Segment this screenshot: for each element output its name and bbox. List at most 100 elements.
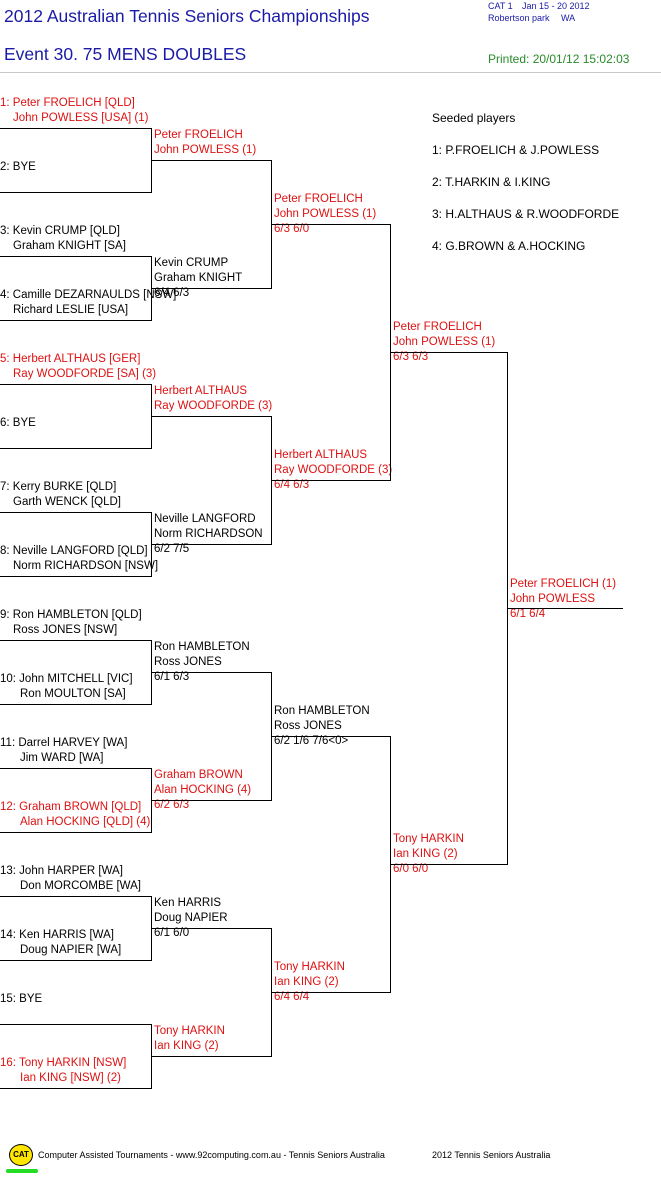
seed-3: 3: H.ALTHAUS & R.WOODFORDE (432, 207, 620, 221)
round2-bracket-1 (151, 160, 272, 289)
round1-entry-15-line1: 15: BYE (0, 993, 43, 1005)
seed-2: 2: T.HARKIN & I.KING (432, 175, 551, 189)
round3-entry-2-score: 6/4 6/3 (274, 479, 310, 491)
round1-bracket-1 (0, 128, 152, 193)
round2-bracket-4 (151, 928, 272, 1057)
round1-entry-8-line1: 8: Neville LANGFORD [QLD] (0, 545, 148, 557)
round2-entry-7-line1: Ken HARRIS (154, 897, 222, 909)
round2-entry-8-line2: Ian KING (2) (154, 1040, 219, 1052)
round1-entry-16-line1: 16: Tony HARKIN [NSW] (0, 1057, 127, 1069)
cat-logo-bar (6, 1169, 38, 1173)
round1-entry-9-line1: 9: Ron HAMBLETON [QLD] (0, 609, 142, 621)
round1-entry-5-line2: Ray WOODFORDE [SA] (3) (13, 368, 157, 380)
round1-entry-11-line1: 11: Darrel HARVEY [WA] (0, 737, 128, 749)
round2-entry-1-line1: Peter FROELICH (154, 129, 243, 141)
round1-entry-7-line1: 7: Kerry BURKE [QLD] (0, 481, 117, 493)
round3-entry-2-line2: Ray WOODFORDE (3) (274, 464, 393, 476)
header-divider (0, 72, 661, 73)
event-dates: Jan 15 - 20 2012 (522, 1, 590, 11)
round1-entry-8-line2: Norm RICHARDSON [NSW] (13, 560, 159, 572)
round1-bracket-7 (0, 896, 152, 961)
round1-entry-6-line1: 6: BYE (0, 417, 36, 429)
round2-entry-5-score: 6/1 6/3 (154, 671, 190, 683)
round2-entry-7-score: 6/1 6/0 (154, 927, 190, 939)
champion-line2: John POWLESS (510, 593, 596, 605)
round3-entry-3-score: 6/2 1/6 7/6<0> (274, 735, 349, 747)
seed-4: 4: G.BROWN & A.HOCKING (432, 239, 586, 253)
round1-entry-12-line1: 12: Graham BROWN [QLD] (0, 801, 142, 813)
round2-entry-3-line1: Herbert ALTHAUS (154, 385, 248, 397)
venue-state: WA (561, 13, 576, 23)
round2-entry-7-line2: Doug NAPIER (154, 912, 228, 924)
round1-entry-14-line1: 14: Ken HARRIS [WA] (0, 929, 114, 941)
round2-entry-4-score: 6/2 7/5 (154, 543, 190, 555)
round2-entry-6-score: 6/2 6/3 (154, 799, 190, 811)
round1-bracket-4 (0, 512, 152, 577)
round2-entry-5-line2: Ross JONES (154, 656, 222, 668)
round3-entry-3-line2: Ross JONES (274, 720, 342, 732)
round3-entry-4-score: 6/4 6/4 (274, 991, 310, 1003)
round1-entry-1-line2: John POWLESS [USA] (1) (13, 112, 149, 124)
footer-credit: Computer Assisted Tournaments - www.92co… (38, 1150, 385, 1160)
round2-entry-2-score: 6/4 6/3 (154, 287, 190, 299)
round1-entry-5-line1: 5: Herbert ALTHAUS [GER] (0, 353, 141, 365)
round1-entry-3-line1: 3: Kevin CRUMP [QLD] (0, 225, 120, 237)
round1-bracket-2 (0, 256, 152, 321)
round2-entry-6-line2: Alan HOCKING (4) (154, 784, 252, 796)
footer-copyright: 2012 Tennis Seniors Australia (432, 1150, 551, 1160)
venue-label: Robertson park (488, 13, 550, 23)
round1-bracket-5 (0, 640, 152, 705)
round2-entry-2-line1: Kevin CRUMP (154, 257, 229, 269)
round2-entry-1-line2: John POWLESS (1) (154, 144, 257, 156)
round3-entry-2-line1: Herbert ALTHAUS (274, 449, 368, 461)
seed-1: 1: P.FROELICH & J.POWLESS (432, 143, 600, 157)
round4-entry-1-score: 6/3 6/3 (393, 351, 429, 363)
round1-entry-4-line2: Richard LESLIE [USA] (13, 304, 129, 316)
round3-entry-1-line2: John POWLESS (1) (274, 208, 377, 220)
round2-entry-6-line1: Graham BROWN (154, 769, 243, 781)
round1-bracket-8 (0, 1024, 152, 1089)
round2-bracket-3 (151, 672, 272, 801)
round1-entry-13-line2: Don MORCOMBE [WA] (20, 880, 141, 892)
round2-entry-5-line1: Ron HAMBLETON (154, 641, 250, 653)
round3-entry-4-line1: Tony HARKIN (274, 961, 345, 973)
round4-entry-2-line2: Ian KING (2) (393, 848, 458, 860)
printed-timestamp: Printed: 20/01/12 15:02:03 (488, 52, 630, 66)
round2-entry-2-line2: Graham KNIGHT (154, 272, 243, 284)
round1-entry-12-line2: Alan HOCKING [QLD] (4) (20, 816, 151, 828)
round4-entry-2-score: 6/0 6/0 (393, 863, 429, 875)
round1-entry-4-line1: 4: Camille DEZARNAULDS [NSW] (0, 289, 177, 301)
round2-entry-4-line2: Norm RICHARDSON (154, 528, 263, 540)
round1-bracket-3 (0, 384, 152, 449)
champion-underline (507, 608, 623, 609)
round1-entry-14-line2: Doug NAPIER [WA] (20, 944, 122, 956)
round3-entry-4-line2: Ian KING (2) (274, 976, 339, 988)
round4-entry-1-line1: Peter FROELICH (393, 321, 482, 333)
round3-bracket-1 (271, 224, 391, 481)
champion-line1: Peter FROELICH (1) (510, 578, 617, 590)
round1-entry-7-line2: Garth WENCK [QLD] (13, 496, 121, 508)
round2-bracket-2 (151, 416, 272, 545)
round1-bracket-6 (0, 768, 152, 833)
category-label: CAT 1 (488, 1, 513, 11)
round1-entry-11-line2: Jim WARD [WA] (20, 752, 104, 764)
round3-bracket-2 (271, 736, 391, 993)
round1-entry-3-line2: Graham KNIGHT [SA] (13, 240, 126, 252)
round4-entry-1-line2: John POWLESS (1) (393, 336, 496, 348)
cat-logo: CAT (9, 1144, 33, 1166)
round2-entry-4-line1: Neville LANGFORD (154, 513, 256, 525)
round1-entry-2-line1: 2: BYE (0, 161, 36, 173)
tournament-title: 2012 Australian Tennis Seniors Champions… (4, 6, 370, 26)
round1-entry-10-line2: Ron MOULTON [SA] (20, 688, 126, 700)
seeds-heading: Seeded players (432, 111, 516, 125)
round2-entry-3-line2: Ray WOODFORDE (3) (154, 400, 273, 412)
round1-entry-16-line2: Ian KING [NSW] (2) (20, 1072, 121, 1084)
champion-score: 6/1 6/4 (510, 608, 546, 620)
round3-entry-1-line1: Peter FROELICH (274, 193, 363, 205)
round4-bracket (390, 352, 508, 865)
round1-entry-1-line1: 1: Peter FROELICH [QLD] (0, 97, 135, 109)
round3-entry-1-score: 6/3 6/0 (274, 223, 310, 235)
round1-entry-13-line1: 13: John HARPER [WA] (0, 865, 123, 877)
round4-entry-2-line1: Tony HARKIN (393, 833, 464, 845)
round1-entry-9-line2: Ross JONES [NSW] (13, 624, 118, 636)
